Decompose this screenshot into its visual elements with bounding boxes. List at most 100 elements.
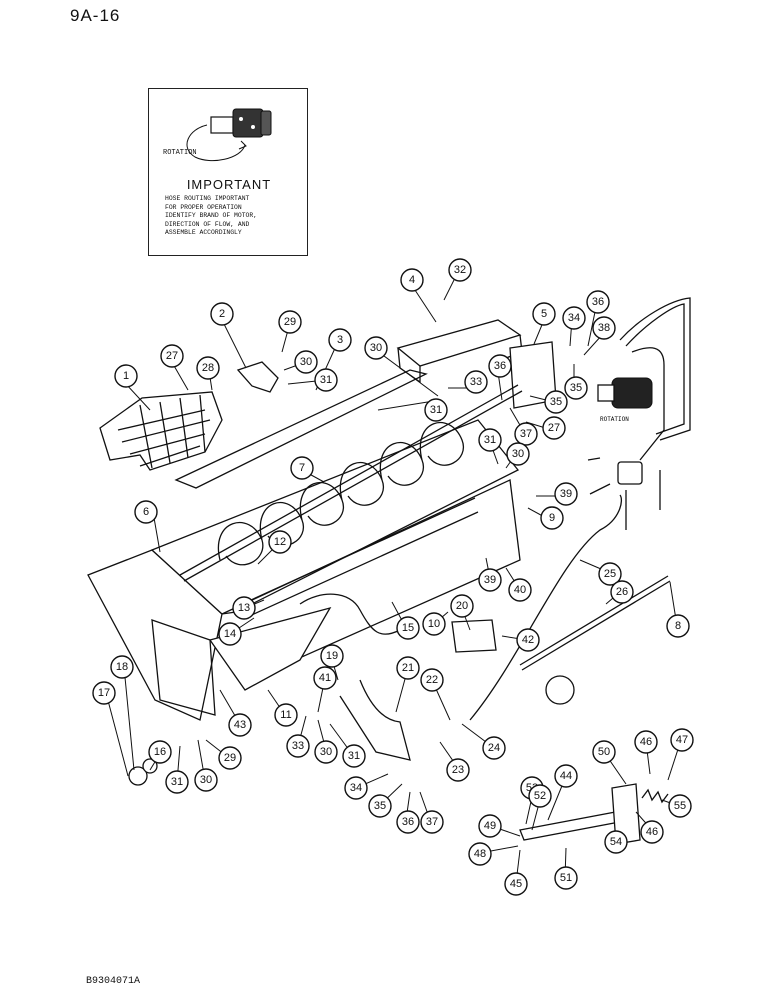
callout-circle [396,616,420,640]
callout-number: 51 [560,872,572,884]
part-callout: 29 [278,310,302,334]
figure-code: B9304071A [86,976,141,987]
part-callout: 32 [448,258,472,282]
notice-text: HOSE ROUTING IMPORTANT FOR PROPER OPERAT… [165,195,297,238]
callout-number: 3 [337,334,343,346]
part-callout: 35 [544,390,568,414]
callout-circle [598,562,622,586]
callout-circle [544,390,568,414]
callout-number: 47 [676,734,688,746]
callout-number: 6 [143,506,149,518]
part-callout: 37 [514,422,538,446]
callout-number: 30 [320,746,332,758]
callout-circle [504,872,528,896]
callout-circle [668,794,692,818]
callout-number: 7 [299,462,305,474]
callout-circle [218,746,242,770]
callout-circle [634,730,658,754]
callout-number: 36 [494,360,506,372]
notice-line: DIRECTION OF FLOW, AND [165,220,250,228]
callout-number: 21 [402,662,414,674]
callout-circle [670,728,694,752]
notice-title: IMPORTANT [186,177,272,192]
callout-number: 22 [426,674,438,686]
part-callout: 1 [114,364,138,388]
part-callout: 54 [604,830,628,854]
callout-number: 54 [610,836,622,848]
callout-circle [194,768,218,792]
part-callout: 33 [464,370,488,394]
callout-circle [424,398,448,422]
callout-circle [554,764,578,788]
part-callout: 55 [668,794,692,818]
hose [469,494,623,721]
part-callout: 8 [666,614,690,638]
wheel [142,758,158,774]
part-callout: 9 [540,506,564,530]
callout-number: 10 [428,618,440,630]
callout-circle [478,568,502,592]
callout-circle [448,258,472,282]
callout-circle [320,644,344,668]
callout-number: 31 [320,374,332,386]
part-callout: 33 [286,734,310,758]
callout-circle [610,580,634,604]
callout-circle [468,842,492,866]
callout-circle [446,758,470,782]
part-callout: 6 [134,500,158,524]
callout-circle [313,666,337,690]
callout-number: 11 [280,709,291,721]
callout-number: 35 [570,382,582,394]
callout-circle [540,506,564,530]
callout-number: 40 [514,584,526,596]
part-callout: 28 [196,356,220,380]
callout-number: 42 [522,634,534,646]
callout-number: 46 [646,826,658,838]
part-callout: 22 [420,668,444,692]
part-callout: 51 [554,866,578,890]
part-callout: 36 [488,354,512,378]
callout-number: 44 [560,770,572,782]
callout-number: 45 [510,878,522,890]
callout-circle [396,656,420,680]
callout-circle [232,596,256,620]
wheel [128,766,148,786]
callout-number: 27 [166,350,178,362]
notice-line: ASSEMBLE ACCORDINGLY [165,229,242,237]
callout-circle [464,370,488,394]
part-callout: 11 [274,703,298,727]
callout-number: 4 [409,274,415,286]
wire-harness [299,593,401,635]
callout-number: 12 [274,536,286,548]
callout-number: 23 [452,764,464,776]
callout-number: 48 [474,848,486,860]
part-callout: 20 [450,594,474,618]
part-callout: 39 [554,482,578,506]
callout-circle [364,336,388,360]
callout-number: 46 [640,736,652,748]
part-callout: 39 [478,568,502,592]
callout-circle [488,354,512,378]
part-callout: 30 [194,768,218,792]
callout-circle [210,302,234,326]
callout-circle [274,703,298,727]
callout-circle [564,376,588,400]
callout-number: 33 [292,740,304,752]
callout-circle [508,578,532,602]
bracket [236,361,279,393]
callout-number: 14 [224,628,236,640]
callout-number: 34 [350,782,362,794]
part-callout: 27 [542,416,566,440]
part-callout: 38 [592,316,616,340]
callout-circle [114,364,138,388]
important-notice-panel: ROTATION IMPORTANT HOSE ROUTING IMPORTAN… [148,88,308,256]
part-callout: 40 [508,578,532,602]
callout-number: 31 [171,776,183,788]
part-callout: 30 [506,442,530,466]
part-callout: 4 [400,268,424,292]
callout-circle [554,866,578,890]
callout-circle [342,744,366,768]
callout-circle [286,734,310,758]
callout-number: 39 [560,488,572,500]
callout-circle [554,482,578,506]
